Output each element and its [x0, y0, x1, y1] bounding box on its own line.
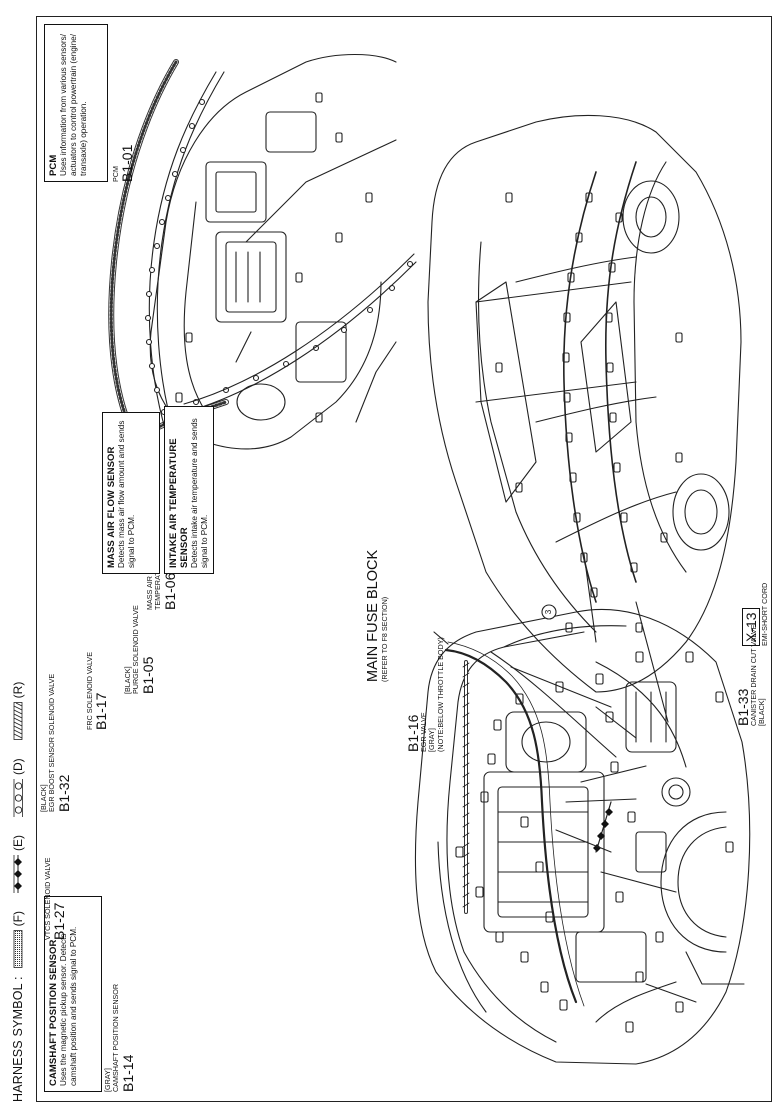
pcm-callout-description: Uses information from various sensors/ a…	[59, 34, 88, 176]
vehicle-overview-drawing	[428, 115, 741, 722]
legend-code-f: (F)	[11, 910, 25, 927]
iat-sensor-callout: INTAKE AIR TEMPERATURE SENSOR Detects in…	[164, 406, 214, 574]
b1-27-code: B1-27	[51, 902, 68, 940]
connector-b1-14: [GRAY] CAMSHAFT POSITION SENSOR B1-14	[103, 892, 136, 1092]
pcm-callout-title: PCM	[48, 154, 59, 176]
legend-item-e: (E)	[11, 825, 25, 893]
connector-b1-16: B1-16 EGR VALVE [GRAY] (NOTE:BELOW THROT…	[405, 552, 445, 752]
maf-callout-description: Detects mass air flow amount and sends s…	[117, 420, 136, 568]
main-fuse-block-reference: (REFER TO F8 SECTION)	[380, 596, 389, 682]
maf-callout-title: MASS AIR FLOW SENSOR	[106, 446, 117, 568]
iat-callout-description: Detects intake air temperature and sends…	[190, 418, 209, 568]
connector-b1-01: PCM B1-01	[111, 62, 136, 182]
marker-circle	[542, 605, 556, 619]
pcm-callout: PCM Uses information from various sensor…	[44, 24, 108, 182]
connector-b1-32: [BLACK] EGR BOOST SENSOR SOLENOID VALVE …	[39, 602, 72, 812]
diagram-frame	[36, 16, 772, 1102]
pcm-area-drawing	[111, 55, 416, 449]
b1-14-code: B1-14	[119, 1054, 136, 1092]
x-13-code: X-13	[742, 608, 760, 646]
legend-code-r: (R)	[11, 681, 25, 699]
main-fuse-block-title: MAIN FUSE BLOCK	[365, 549, 381, 682]
maf-sensor-callout: MASS AIR FLOW SENSOR Detects mass air fl…	[102, 412, 160, 574]
legend-code-e: (E)	[11, 834, 25, 851]
b1-32-code: B1-32	[55, 774, 72, 812]
b1-16-note: (NOTE:BELOW THROTTLE BODY)	[435, 637, 445, 752]
legend-code-d: (D)	[11, 758, 25, 775]
main-fuse-block-label: MAIN FUSE BLOCK (REFER TO F8 SECTION)	[365, 462, 389, 682]
harness-symbol-legend: HARNESS SYMBOL : (F) (E)	[6, 402, 30, 1102]
legend-item-d: (D)	[11, 748, 25, 817]
connector-b1-27: VTCS SOLENOID VALVE B1-27	[43, 810, 68, 940]
marker-number: 3	[544, 609, 553, 615]
rotated-diagram-content: CAMSHAFT POSITION SENSOR Uses the magnet…	[36, 16, 772, 1102]
connector-x-13: X-13 EMI-SHORT CORD	[742, 506, 769, 646]
vehicle-connectors	[496, 193, 682, 632]
legend-item-f: (F)	[11, 901, 25, 969]
b1-16-code: B1-16	[405, 714, 421, 752]
pcm-connectors	[176, 93, 372, 422]
b1-16-name: EGR VALVE	[419, 712, 428, 752]
wiring-artwork	[36, 16, 772, 1102]
b1-17-code: B1-17	[93, 692, 110, 730]
x-13-name: EMI-SHORT CORD	[760, 582, 769, 646]
b1-01-code: B1-01	[119, 144, 136, 182]
iat-callout-title: INTAKE AIR TEMPERATURE SENSOR	[168, 438, 190, 568]
legend-title: HARNESS SYMBOL :	[11, 976, 25, 1102]
legend-item-r: (R)	[11, 672, 25, 741]
engine-compartment-drawing	[415, 609, 749, 1064]
circle-harness-symbol-icon	[13, 778, 23, 817]
connector-b1-17: FRC SOLENOID VALVE B1-17	[85, 600, 110, 730]
engine-connectors	[456, 652, 733, 1032]
dotted-harness-symbol-icon	[13, 930, 23, 969]
hatched-harness-symbol-icon	[13, 702, 23, 741]
diamond-harness-symbol-icon	[13, 854, 22, 893]
